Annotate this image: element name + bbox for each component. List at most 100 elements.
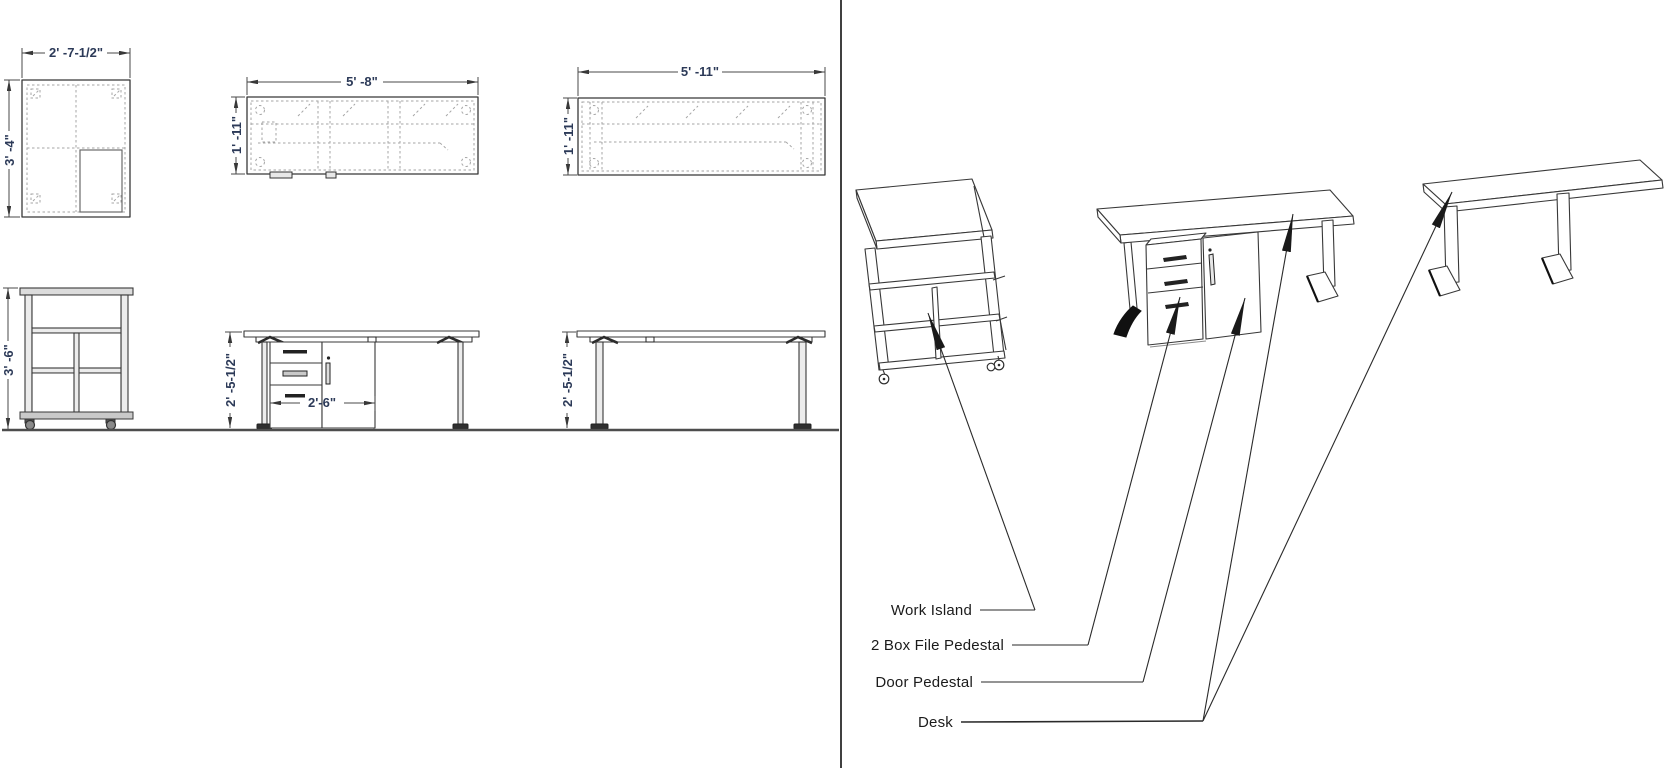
- iso-work-island-casters: [878, 355, 1005, 385]
- desk-right-leg: [798, 341, 807, 425]
- box-file-pedestal-front: [269, 341, 323, 429]
- iso-desk-right-foot-edge: [1540, 257, 1555, 285]
- iso-box-file-pedestal: [1145, 232, 1207, 346]
- desk-pedestal-height-dimension: 2' -5-1/2": [223, 331, 242, 428]
- iso-desk-pedestal-left-foot: [1113, 305, 1142, 338]
- work-island-plan-outline: [21, 79, 131, 218]
- iso-desk-pedestal-top-left-edge: [1096, 208, 1122, 244]
- desk-pedestal-plan-depth-dimension: 1' -11": [229, 96, 245, 175]
- work-island-height-label: 3' -6": [1, 344, 16, 376]
- desk-plan-depth-dimension: 1' -11": [561, 97, 577, 176]
- iso-door-handle: [1208, 253, 1216, 286]
- box-file-pedestal-callout-label: 2 Box File Pedestal: [871, 637, 1004, 654]
- work-island-plan-depth-dimension: 3' -4": [2, 79, 20, 218]
- callout-desk: Desk: [918, 191, 1453, 731]
- work-island-top-compartment: [31, 294, 122, 329]
- desk-left-leg: [595, 341, 604, 425]
- desk-mount-tab: [645, 336, 655, 343]
- desk-height-dimension: 2' -5-1/2": [560, 331, 576, 428]
- work-island-leader-arrow: [927, 312, 1036, 611]
- callout-box-file-pedestal: 2 Box File Pedestal: [871, 296, 1181, 654]
- desk-pedestal-mount-tab: [367, 336, 377, 343]
- view-front-work-island: 3' -6": [1, 287, 134, 431]
- iso-box-drawer-2-handle: [1164, 279, 1188, 286]
- desk-pedestal-plan-outline: [246, 96, 479, 175]
- desk-pedestal-right-foot: [452, 423, 469, 430]
- work-island-left-panel: [24, 294, 33, 414]
- desk-pedestal-plan-depth-label: 1' -11": [229, 116, 244, 154]
- desk-pedestal-plan-glide-tab-right: [325, 171, 337, 179]
- iso-work-island-shelf-side-stub-1: [992, 275, 1006, 281]
- door-pedestal-leader-arrow: [1142, 297, 1246, 683]
- work-island-center-divider: [73, 332, 80, 413]
- iso-work-island-right-stile: [980, 235, 1005, 357]
- desk-callout-label: Desk: [918, 714, 953, 731]
- desk-right-foot: [793, 423, 812, 430]
- desk-pedestal-bracket-right: [436, 335, 464, 345]
- desk-pedestal-top-slab: [243, 330, 480, 338]
- desk-pedestal-left-leg: [261, 341, 268, 425]
- iso-desk-right-leg: [1556, 192, 1572, 272]
- desk-top-slab: [576, 330, 826, 338]
- iso-work-island-base-rail: [878, 350, 1006, 371]
- work-island-shelf-1: [31, 327, 122, 334]
- desk-pedestal-height-label: 2' -5-1/2": [223, 353, 238, 407]
- iso-desk: [1422, 159, 1664, 297]
- box-drawer-2-handle: [282, 370, 308, 377]
- box-drawer-1-handle: [283, 350, 307, 354]
- iso-work-island-left-stile: [864, 247, 890, 371]
- desk-pedestal-bracket-left: [257, 335, 285, 345]
- desk-plan-outline: [577, 97, 826, 176]
- file-drawer-handle: [285, 394, 305, 398]
- door-pedestal-callout-label: Door Pedestal: [875, 674, 973, 691]
- desk-plan-width-label: 5' -11": [681, 64, 719, 79]
- iso-desk-pedestal-left-leg: [1123, 241, 1138, 310]
- box-file-pedestal-leader-arrow: [1087, 296, 1181, 646]
- view-plan-work-island: 2' -7-1/2" 3' -4": [2, 45, 131, 218]
- iso-desk-pedestal-right-foot-edge: [1305, 275, 1320, 303]
- desk-plan-depth-label: 1' -11": [561, 117, 576, 155]
- work-island-callout-label: Work Island: [891, 602, 972, 619]
- desk-pedestal-right-leg: [457, 341, 464, 425]
- iso-desk-pedestal: [1096, 189, 1355, 348]
- work-island-top-slab: [19, 287, 134, 296]
- desk-bracket-left: [591, 335, 619, 345]
- pedestal-width-dimension: 2'-6": [270, 395, 376, 411]
- desk-bracket-right: [785, 335, 813, 345]
- work-island-plan-depth-label: 3' -4": [2, 134, 17, 166]
- work-island-right-panel: [120, 294, 129, 414]
- work-island-casters: [24, 418, 117, 431]
- iso-desk-pedestal-right-leg: [1321, 219, 1336, 288]
- iso-door-pedestal: [1202, 231, 1262, 340]
- desk-plan-phantom-details: [581, 101, 822, 172]
- callout-door-pedestal: Door Pedestal: [875, 297, 1246, 691]
- iso-work-island-shelf-1: [868, 271, 996, 291]
- desk-leader-arrow-right: [1202, 191, 1453, 722]
- callout-work-island: Work Island: [891, 312, 1036, 619]
- iso-work-island-top-left-edge: [855, 189, 878, 250]
- desk-plan-width-dimension: 5' -11": [577, 64, 826, 96]
- iso-desk-left-foot-edge: [1427, 269, 1442, 297]
- view-plan-desk: 5' -11" 1' -11": [561, 64, 826, 176]
- desk-left-foot: [590, 423, 609, 430]
- desk-leader-arrow-middle: [1202, 213, 1294, 722]
- work-island-plan-width-dimension: 2' -7-1/2": [21, 45, 131, 78]
- work-island-plan-shelf-outline: [79, 149, 123, 213]
- work-island-base: [19, 411, 134, 420]
- door-pedestal-front: [321, 341, 376, 429]
- door-handle: [325, 362, 331, 385]
- work-island-height-dimension: 3' -6": [1, 287, 18, 429]
- desk-apron: [589, 336, 813, 343]
- desk-pedestal-plan-width-label: 5' -8": [346, 74, 378, 89]
- desk-pedestal-plan-phantom-details: [250, 100, 475, 171]
- iso-box-drawer-1-handle: [1163, 255, 1187, 262]
- desk-pedestal-plan-width-dimension: 5' -8": [246, 74, 479, 95]
- door-hinge-dot: [326, 356, 331, 360]
- view-front-desk-pedestal: 2' -5-1/2" 2'-6": [223, 330, 480, 431]
- desk-height-label: 2' -5-1/2": [560, 353, 575, 407]
- iso-pedestal-base-shadow: [1149, 340, 1207, 348]
- iso-work-island-shelf-side-stub-2: [995, 316, 1008, 322]
- view-plan-desk-pedestal: 5' -8" 1' -11": [229, 74, 479, 179]
